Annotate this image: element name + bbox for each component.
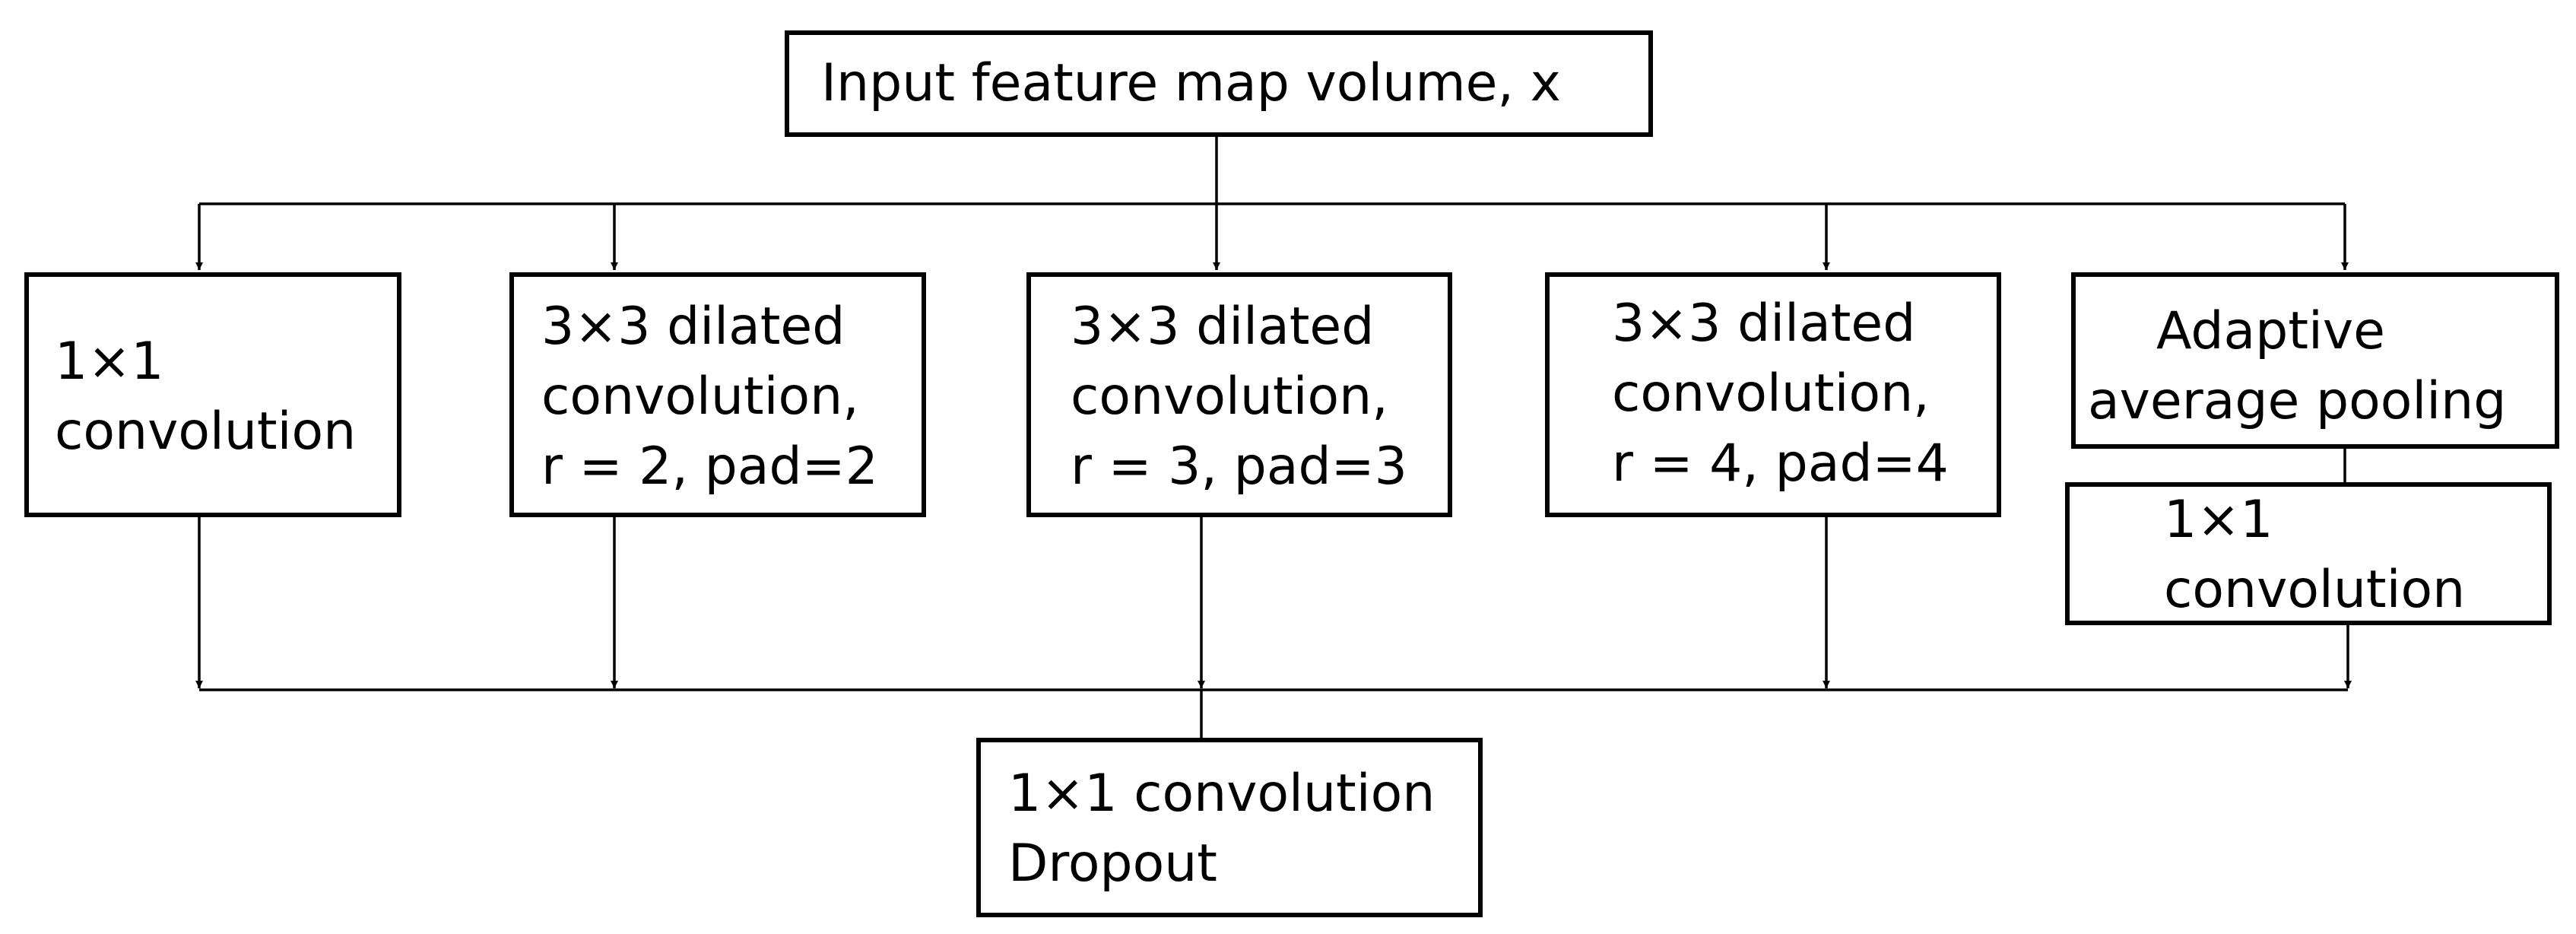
branch-adaptive-pooling-line-1: Adaptive [2156, 301, 2385, 361]
branch-adaptive-pooling-box [2071, 272, 2559, 449]
branch-dilated-r3-line-1: 3×3 dilated [1071, 297, 1375, 357]
branch-dilated-r3-line-3: r = 3, pad=3 [1071, 437, 1407, 497]
branch-adaptive-pooling-line-2: average pooling [2088, 371, 2507, 431]
pooling-1x1-conv-box [2065, 482, 2552, 625]
branch-dilated-r3-line-2: convolution, [1071, 367, 1388, 427]
output-line-1: 1×1 convolution [1008, 764, 1436, 824]
branch-1x1-conv-line-2: convolution [55, 402, 357, 462]
output-box [976, 738, 1483, 917]
branch-dilated-r4-box [1545, 272, 2001, 517]
input-label: Input feature map volume, x [821, 53, 1561, 113]
pooling-1x1-conv-line-1: 1×1 [2164, 490, 2273, 550]
input-box [785, 30, 1653, 137]
branch-dilated-r4-line-2: convolution, [1612, 364, 1930, 424]
branch-dilated-r2-line-1: 3×3 dilated [541, 297, 845, 357]
branch-dilated-r4-line-1: 3×3 dilated [1612, 294, 1916, 354]
branch-dilated-r2-line-3: r = 2, pad=2 [541, 437, 878, 497]
branch-1x1-conv-line-1: 1×1 [55, 332, 164, 392]
output-line-2: Dropout [1008, 834, 1217, 894]
branch-dilated-r3-box [1026, 272, 1452, 517]
branch-dilated-r2-line-2: convolution, [541, 367, 859, 427]
branch-1x1-conv-box [24, 272, 401, 517]
branch-dilated-r4-line-3: r = 4, pad=4 [1612, 434, 1949, 494]
branch-dilated-r2-box [509, 272, 926, 517]
pooling-1x1-conv-line-2: convolution [2164, 560, 2466, 620]
